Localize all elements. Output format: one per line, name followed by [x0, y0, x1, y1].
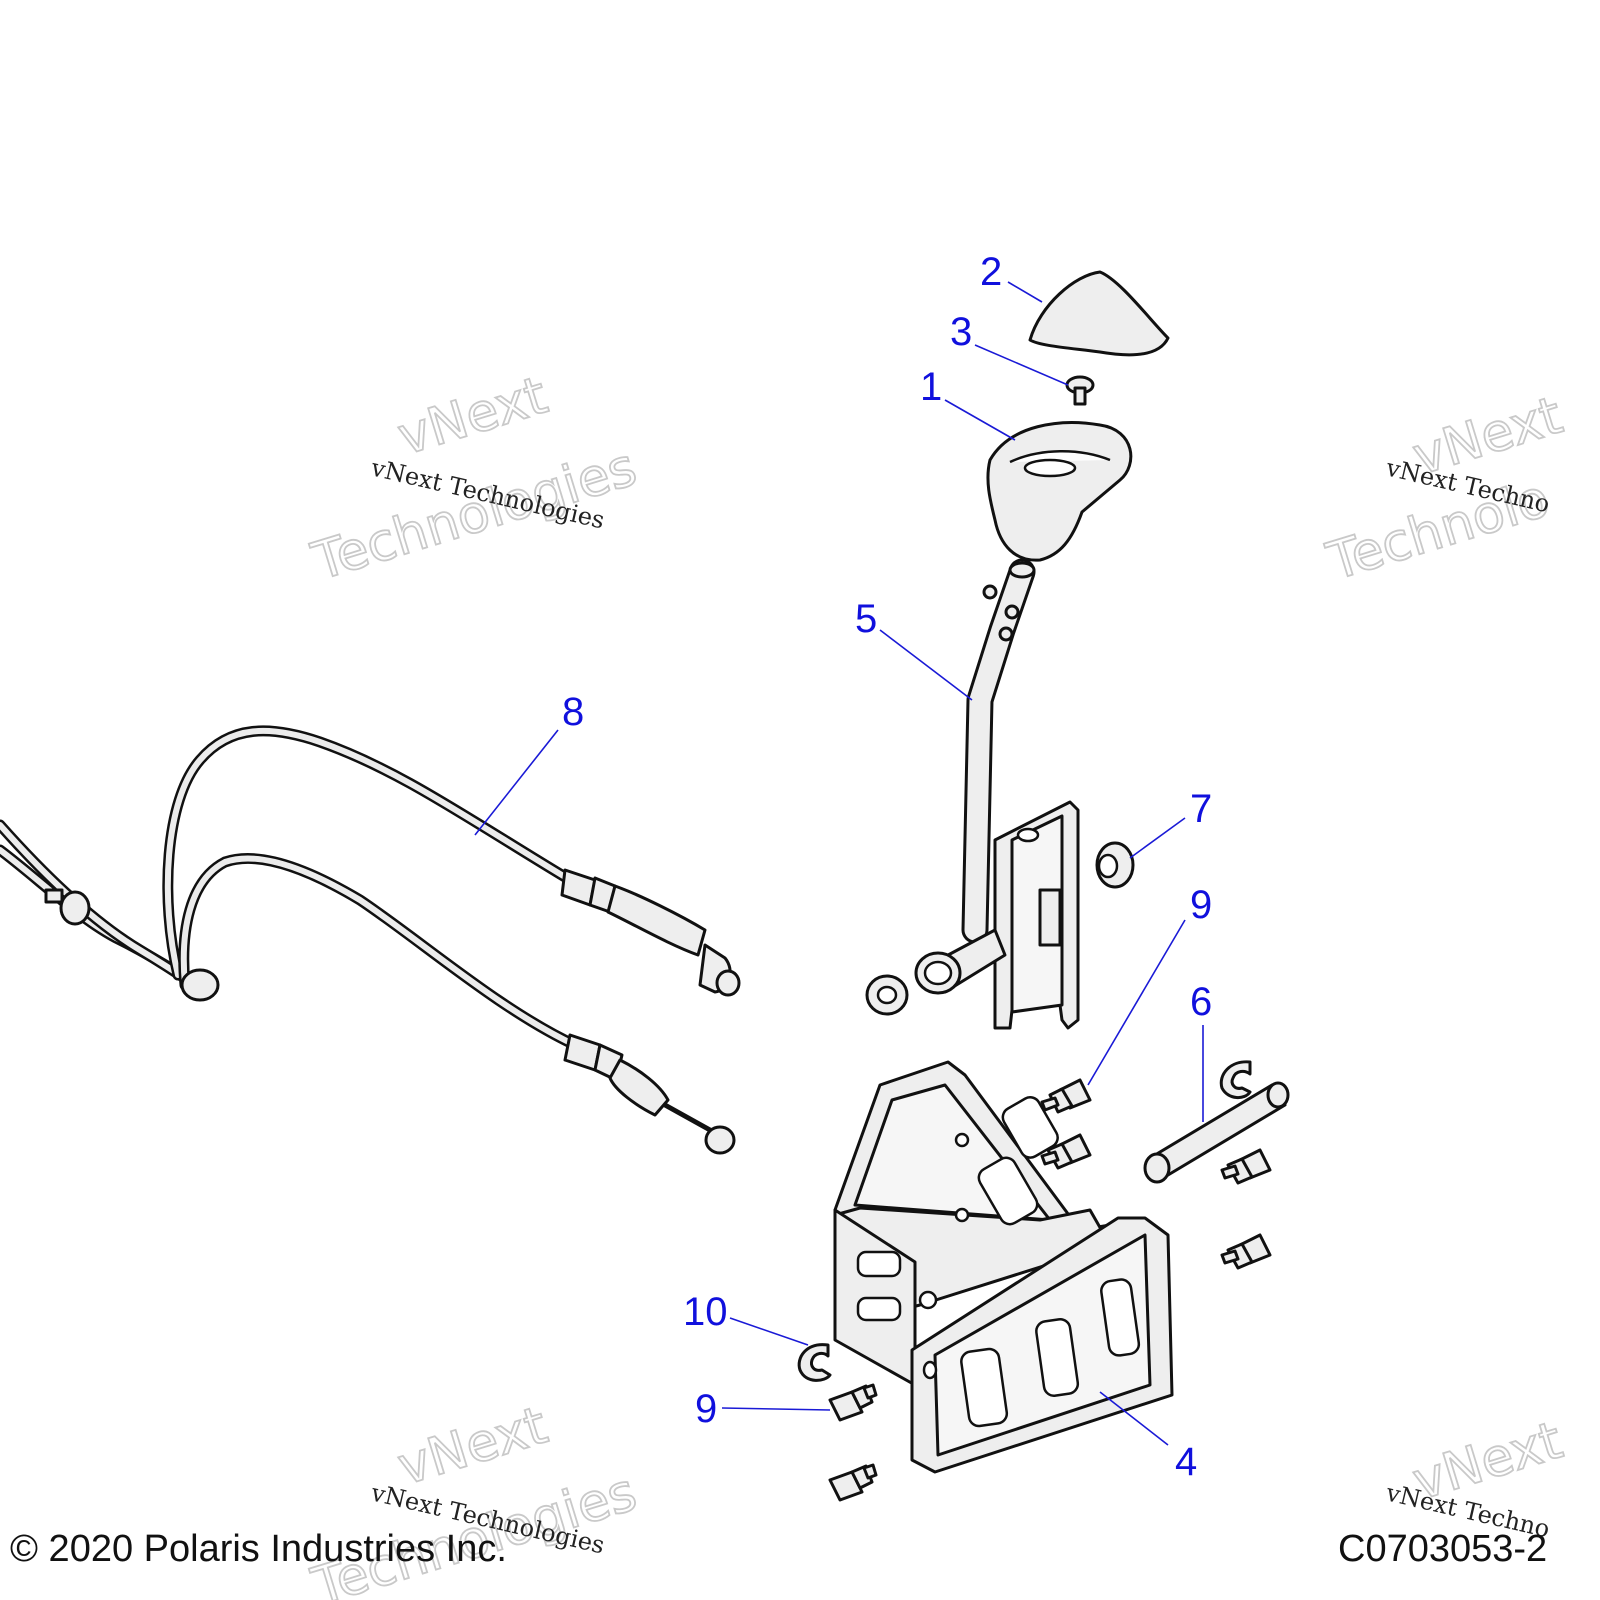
upper-cable-end [560, 868, 741, 997]
flange-bolt [1220, 1233, 1272, 1270]
shifter-bracket [833, 1060, 1174, 1474]
pivot-pin [1143, 1081, 1290, 1184]
callout-5: 5 [855, 597, 877, 641]
flange-bolt [1220, 1148, 1272, 1185]
flange-bolt [828, 1463, 878, 1502]
flange-bolt [828, 1383, 878, 1422]
shift-cables [0, 725, 741, 1155]
watermark-brand: vNext [391, 1396, 554, 1498]
drawing-code: C0703053-2 [1338, 1528, 1548, 1570]
callout-numbers: 2 3 1 5 8 7 9 6 10 9 4 [562, 250, 1212, 1484]
copyright-notice: © 2020 Polaris Industries Inc. [10, 1528, 507, 1570]
flange-bolt [1040, 1078, 1092, 1114]
shift-knob [986, 421, 1133, 562]
watermark-top-right: vNext Technolo vNext Techno [1319, 385, 1570, 594]
callout-8: 8 [562, 690, 584, 734]
shift-lever [914, 558, 1080, 1030]
knob-cap [1028, 270, 1170, 357]
callout-2: 2 [980, 250, 1002, 294]
knob-screw [1065, 375, 1095, 406]
watermark-top-left: vNext Technologies vNext Technologies [304, 365, 644, 594]
pivot-bushing-right [1095, 841, 1135, 889]
leader-lines [474, 281, 1204, 1446]
callout-9-upper: 9 [1190, 883, 1212, 927]
watermark-bottom-right: vNext vNext Techno [1383, 1410, 1570, 1544]
callout-7: 7 [1190, 787, 1212, 831]
e-clip-bottom [797, 1343, 832, 1382]
flange-bolt [1040, 1133, 1092, 1170]
callout-1: 1 [920, 365, 942, 409]
callout-6: 6 [1190, 980, 1212, 1024]
callout-10: 10 [683, 1290, 728, 1334]
pivot-bushing-left [865, 974, 909, 1016]
e-clip-top [1219, 1060, 1252, 1099]
callout-9-lower: 9 [695, 1387, 717, 1431]
callout-4: 4 [1175, 1440, 1197, 1484]
callout-3: 3 [950, 310, 972, 354]
lower-cable-end [563, 1033, 736, 1155]
watermark-brand: vNext [391, 366, 554, 468]
